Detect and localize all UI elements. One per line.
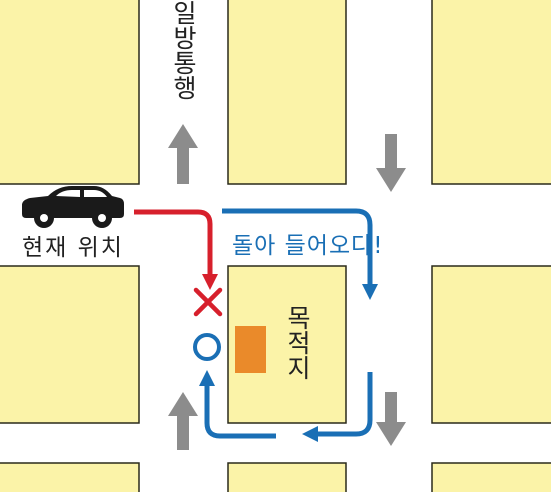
route-arrowheads: [199, 284, 378, 442]
correct-route: [204, 208, 373, 439]
up-arrow-icon: [168, 392, 198, 450]
block-top-left: [0, 0, 140, 185]
o-mark-icon: [193, 333, 221, 361]
one-way-label: 일방통행: [169, 0, 198, 100]
block-top-middle: [227, 0, 347, 185]
car-icon: [22, 186, 124, 228]
current-location-label: 현재 위치: [22, 235, 124, 261]
block-bottom-right: [431, 462, 551, 492]
up-arrow-icon: [168, 124, 198, 184]
block-bottom-middle: [227, 462, 347, 492]
down-arrow-icon: [376, 134, 406, 192]
block-top-right: [431, 0, 551, 185]
block-mid-left: [0, 265, 140, 424]
one-way-arrows: [168, 124, 406, 450]
wrong-route: [134, 209, 218, 290]
x-mark-icon: [193, 287, 223, 317]
go-around-label: 돌아 들어오다!: [232, 233, 384, 259]
destination-label: 목적지: [283, 305, 312, 380]
block-bottom-left: [0, 462, 140, 492]
destination-marker: [235, 326, 266, 373]
block-mid-right: [431, 265, 551, 424]
down-arrow-icon: [376, 392, 406, 446]
